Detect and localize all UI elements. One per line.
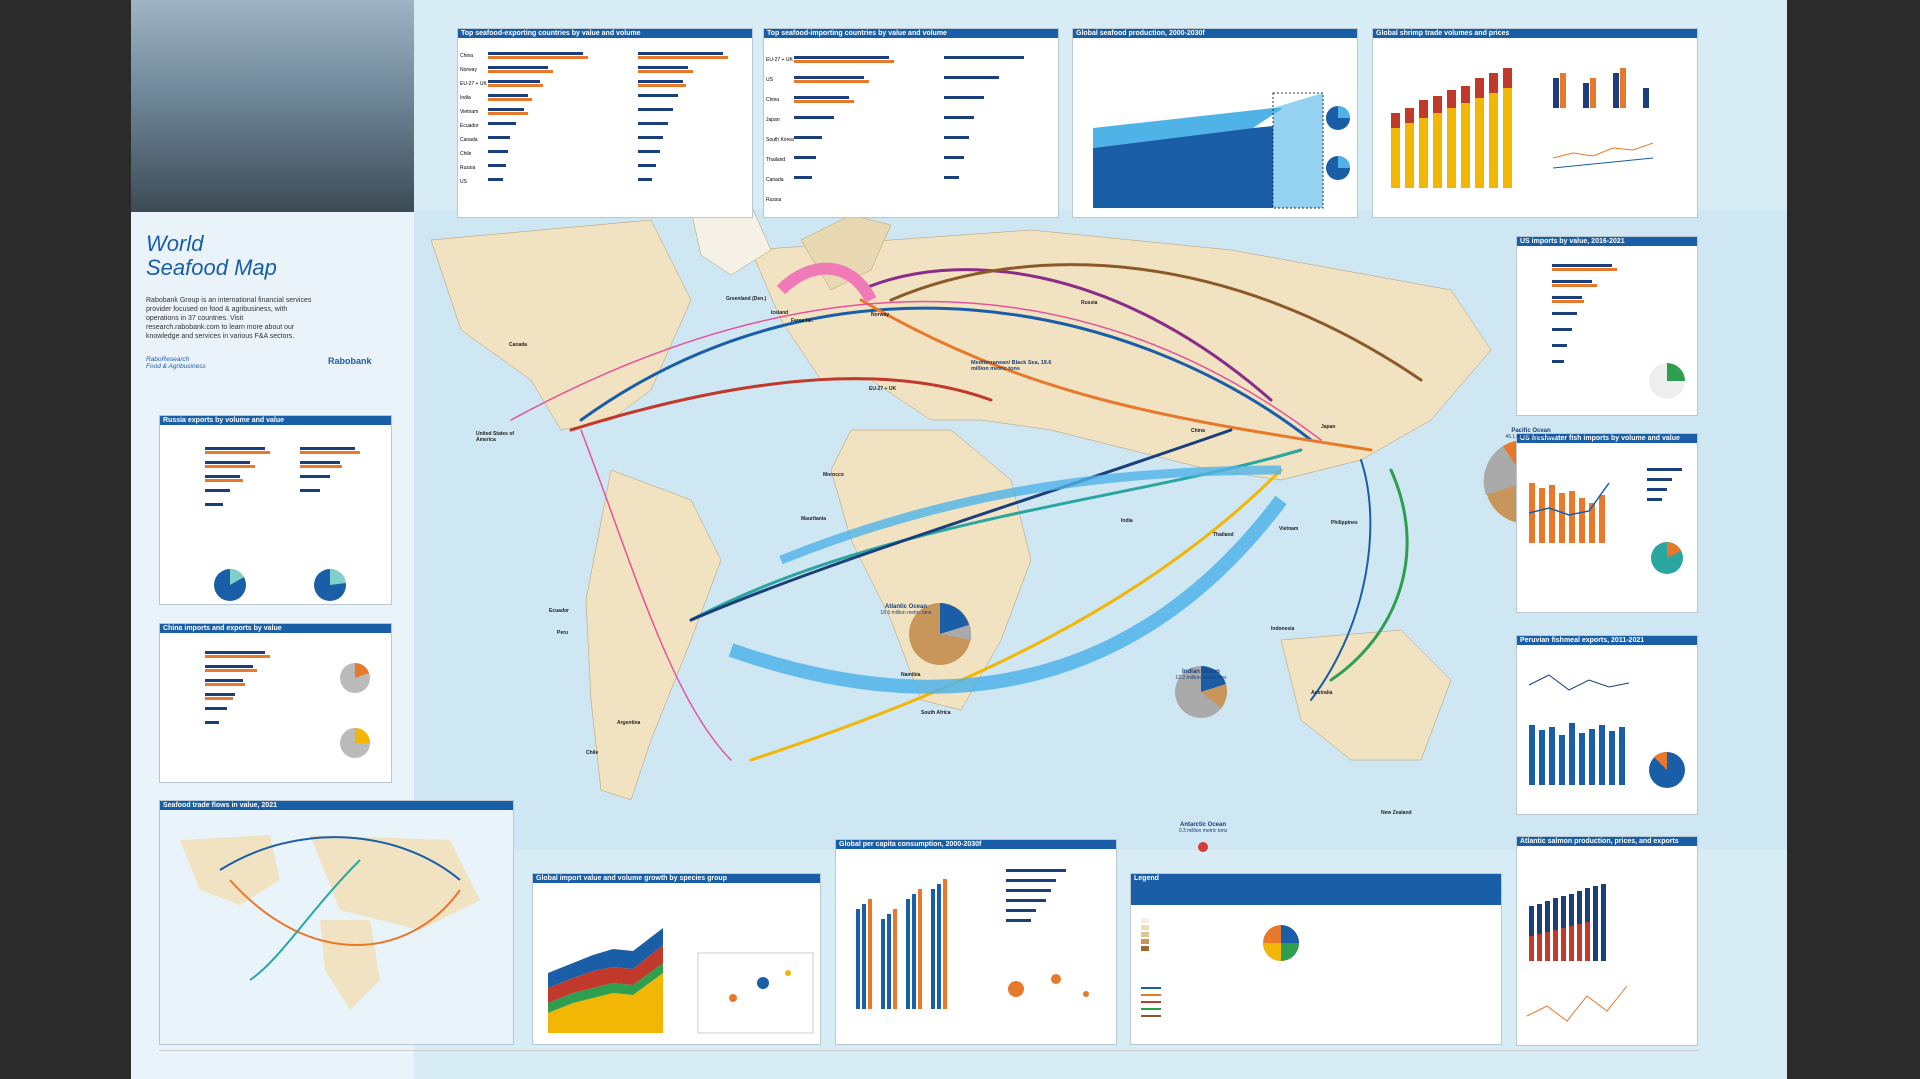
- production-chart: [1093, 92, 1350, 209]
- per-capita-panel-title: Global per capita consumption, 2000-2030…: [836, 840, 1116, 849]
- importer-label: China: [766, 97, 779, 103]
- exporter-label: India: [460, 95, 471, 101]
- poster-description: Rabobank Group is an international finan…: [146, 297, 312, 340]
- world-seafood-map-poster: World Seafood Map Rabobank Group is an i…: [131, 0, 1787, 1079]
- china-panel-title: China imports and exports by value: [160, 624, 391, 633]
- country-label-canada: Canada: [509, 342, 528, 348]
- footer-notes: [159, 1050, 1699, 1071]
- importers-panel-title: Top seafood-importing countries by value…: [764, 29, 1058, 38]
- russia-panel-title: Russia exports by volume and value: [160, 416, 391, 425]
- peruvian-fishmeal-panel-title: Peruvian fishmeal exports, 2011-2021: [1517, 636, 1697, 645]
- country-label-china: China: [1191, 428, 1205, 434]
- exporter-label: Chile: [460, 151, 472, 157]
- ocean-label-mediterranean: Mediterranean/ Black Sea, 19.6 million m…: [971, 360, 1052, 372]
- country-label-ecuador: Ecuador: [549, 608, 570, 614]
- importer-label: US: [766, 77, 774, 83]
- exporter-label: Ecuador: [460, 123, 479, 129]
- legend-panel: Legend: [1130, 873, 1502, 1045]
- shrimp-chart: [1391, 68, 1654, 188]
- country-label-new-zealand: New Zealand: [1381, 810, 1412, 816]
- peruvian-fishmeal-panel: Peruvian fishmeal exports, 2011-2021: [1516, 635, 1698, 815]
- salmon-chart: [1526, 884, 1628, 1022]
- legend-content: [1131, 883, 1501, 1017]
- ocean-label-atlantic: Atlantic Ocean 18.6 million metric tons: [880, 604, 932, 616]
- country-label-argentina: Argentina: [617, 720, 641, 726]
- us-freshwater-panel: US freshwater fish imports by volume and…: [1516, 433, 1698, 613]
- global-import-panel: Global import value and volume growth by…: [532, 873, 821, 1045]
- peruvian-fishmeal-chart: [1528, 674, 1685, 788]
- country-label-vietnam: Vietnam: [1279, 526, 1299, 532]
- exporters-panel: Top seafood-exporting countries by value…: [457, 28, 753, 218]
- country-label-south-africa: South Africa: [921, 710, 951, 716]
- importer-label: Thailand: [766, 157, 785, 163]
- country-label-norway: Norway: [871, 312, 890, 318]
- us-imports-panel: US imports by value, 2016-2021: [1516, 236, 1698, 416]
- us-imports-chart: [1552, 264, 1685, 399]
- us-imports-panel-title: US imports by value, 2016-2021: [1517, 237, 1697, 246]
- rabobank-logo: Rabobank: [328, 356, 372, 366]
- country-label-morocco: Morocco: [823, 472, 844, 478]
- ocean-label-antarctic: Antarctic Ocean 0.3 million metric tons: [1178, 822, 1228, 834]
- salmon-panel-title: Atlantic salmon production, prices, and …: [1517, 837, 1697, 846]
- global-import-chart: [548, 928, 814, 1034]
- exporter-label: China: [460, 53, 473, 59]
- country-label-australia: Australia: [1311, 690, 1333, 696]
- country-label-faroe: Faroe Isl.: [791, 318, 813, 324]
- global-import-panel-title: Global import value and volume growth by…: [533, 874, 820, 883]
- importer-label: EU-27 + UK: [766, 57, 793, 63]
- exporter-label: Norway: [460, 67, 477, 73]
- country-label-iceland: Iceland: [771, 310, 789, 316]
- china-panel: China imports and exports by value: [159, 623, 392, 783]
- rabo-research-label: RaboResearch Food & Agribusiness: [146, 356, 206, 370]
- exporter-label: Canada: [460, 137, 478, 143]
- us-freshwater-chart: [1528, 468, 1683, 574]
- country-label-philippines: Philippines: [1331, 520, 1358, 526]
- exporter-label: Russia: [460, 165, 476, 171]
- country-label-eu: EU-27 + UK: [869, 386, 897, 392]
- country-label-namibia: Namibia: [901, 672, 921, 678]
- shrimp-panel-title: Global shrimp trade volumes and prices: [1373, 29, 1697, 38]
- trade-flows-map: [160, 810, 513, 1044]
- exporter-label: US: [460, 179, 468, 185]
- exporter-label: Vietnam: [460, 109, 478, 115]
- poster-title: World Seafood Map: [146, 231, 277, 280]
- importer-label: Canada: [766, 177, 784, 183]
- exporters-panel-title: Top seafood-exporting countries by value…: [458, 29, 752, 38]
- country-label-greenland: Greenland (Den.): [726, 296, 767, 302]
- ocean-label-pacific: Pacific Ocean 46.1 million metric tons: [1505, 428, 1557, 440]
- fishing-photo: [131, 0, 414, 212]
- china-chart: [205, 651, 370, 758]
- production-panel-title: Global seafood production, 2000-2030f: [1073, 29, 1357, 38]
- per-capita-panel: Global per capita consumption, 2000-2030…: [835, 839, 1117, 1045]
- production-panel: Global seafood production, 2000-2030f: [1072, 28, 1358, 218]
- country-label-russia: Russia: [1081, 300, 1098, 306]
- country-label-indonesia: Indonesia: [1271, 626, 1295, 632]
- importer-label: Japan: [766, 117, 780, 123]
- country-label-japan: Japan: [1321, 424, 1336, 430]
- trade-flows-panel-title: Seafood trade flows in value, 2021: [160, 801, 513, 810]
- country-label-chile: Chile: [586, 750, 599, 756]
- russia-chart: [205, 447, 360, 601]
- legend-panel-title: Legend: [1131, 874, 1501, 883]
- country-label-peru: Peru: [557, 630, 569, 636]
- trade-flows-panel: Seafood trade flows in value, 2021: [159, 800, 514, 1045]
- exporter-label: EU-27 + UK: [460, 81, 487, 87]
- salmon-panel: Atlantic salmon production, prices, and …: [1516, 836, 1698, 1046]
- ocean-label-indian: Indian Ocean 12.2 million metric tons: [1175, 669, 1227, 681]
- importer-label: South Korea: [766, 137, 794, 143]
- country-label-mauritania: Mauritania: [801, 516, 827, 522]
- country-label-thailand: Thailand: [1213, 532, 1234, 538]
- per-capita-chart: [856, 869, 1089, 1009]
- shrimp-panel: Global shrimp trade volumes and prices: [1372, 28, 1698, 218]
- us-freshwater-panel-title: US freshwater fish imports by volume and…: [1517, 434, 1697, 443]
- importer-label: Russia: [766, 197, 782, 203]
- country-label-india: India: [1121, 518, 1133, 524]
- importers-panel: Top seafood-importing countries by value…: [763, 28, 1059, 218]
- russia-panel: Russia exports by volume and value: [159, 415, 392, 605]
- country-label-usa: United States of America: [476, 431, 515, 443]
